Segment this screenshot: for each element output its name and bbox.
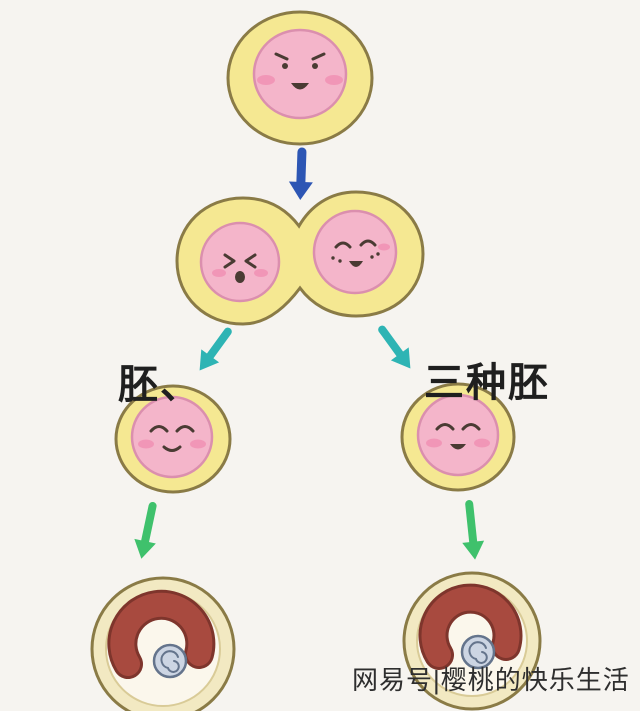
right-eye xyxy=(244,253,257,269)
credit-line: 网易号|樱桃的快乐生活 xyxy=(352,660,630,697)
two-cell-stage xyxy=(175,190,425,326)
arrow-shaft xyxy=(205,327,232,362)
right-eyebrow xyxy=(311,52,326,61)
right-eye xyxy=(461,423,481,431)
left-nucleus xyxy=(199,221,281,303)
embryo-body xyxy=(421,586,520,667)
arrow-head xyxy=(134,538,156,559)
arrow-down-right-icon xyxy=(378,325,411,369)
right-eye xyxy=(312,63,318,69)
freckle xyxy=(338,259,342,263)
fetus-spiral xyxy=(160,650,180,673)
face xyxy=(426,423,490,450)
credit-source: 网易号 xyxy=(352,665,434,695)
credit-author: 樱桃的快乐生活 xyxy=(440,665,630,695)
right-blush xyxy=(474,438,490,448)
zygote-cell xyxy=(226,10,374,146)
zygote-face xyxy=(257,52,343,90)
left-eye xyxy=(435,423,455,431)
embryo-left xyxy=(90,576,236,711)
arrow-grow-left-icon xyxy=(134,501,157,559)
embryo-body xyxy=(110,592,213,676)
arrow-shaft xyxy=(465,499,478,548)
left-eye xyxy=(282,63,288,69)
arrow-shaft xyxy=(140,501,157,548)
daughter-cell-right xyxy=(400,382,516,492)
arrow-head xyxy=(199,349,220,371)
arrow-down-icon xyxy=(288,147,313,200)
right-eye xyxy=(359,239,377,247)
embryo-right xyxy=(402,571,542,711)
fetus-disc xyxy=(152,643,188,679)
left-eyebrow xyxy=(274,52,289,61)
mouth xyxy=(162,445,182,452)
watermark-fragment-left: 胚、 xyxy=(118,363,202,407)
right-nucleus xyxy=(312,209,398,295)
mouth xyxy=(450,444,466,450)
freckle xyxy=(376,252,380,256)
right-blush xyxy=(190,439,206,449)
zygote-nucleus xyxy=(252,28,348,120)
mouth xyxy=(235,271,245,283)
left-blush xyxy=(212,269,226,277)
arrow-shaft xyxy=(296,147,307,189)
fetus-spiral xyxy=(468,641,488,664)
left-blush xyxy=(426,438,442,448)
left-eye xyxy=(334,241,352,249)
left-eye xyxy=(223,253,236,269)
arrow-shaft xyxy=(378,325,405,360)
left-blush xyxy=(257,75,275,85)
arrow-head xyxy=(390,347,411,369)
daughter-cell-left xyxy=(114,384,232,494)
right-nucleus-face xyxy=(331,239,390,267)
mouth xyxy=(291,83,309,90)
freckle xyxy=(331,256,335,260)
arrow-head xyxy=(462,540,485,560)
right-blush xyxy=(378,243,390,251)
right-eye xyxy=(175,425,195,433)
nucleus xyxy=(130,395,214,479)
arrow-head xyxy=(288,181,313,200)
left-nucleus-face xyxy=(212,253,268,283)
face xyxy=(138,425,206,452)
right-blush xyxy=(254,269,268,277)
watermark-fragment-right: 三种胚 xyxy=(424,361,550,405)
credit-separator: | xyxy=(433,665,441,695)
right-blush xyxy=(325,75,343,85)
nucleus xyxy=(416,393,500,477)
freckle xyxy=(370,255,374,259)
left-blush xyxy=(138,439,154,449)
mouth xyxy=(349,261,363,267)
arrow-grow-right-icon xyxy=(462,499,485,560)
arrow-down-left-icon xyxy=(199,327,232,371)
left-eye xyxy=(149,425,169,433)
